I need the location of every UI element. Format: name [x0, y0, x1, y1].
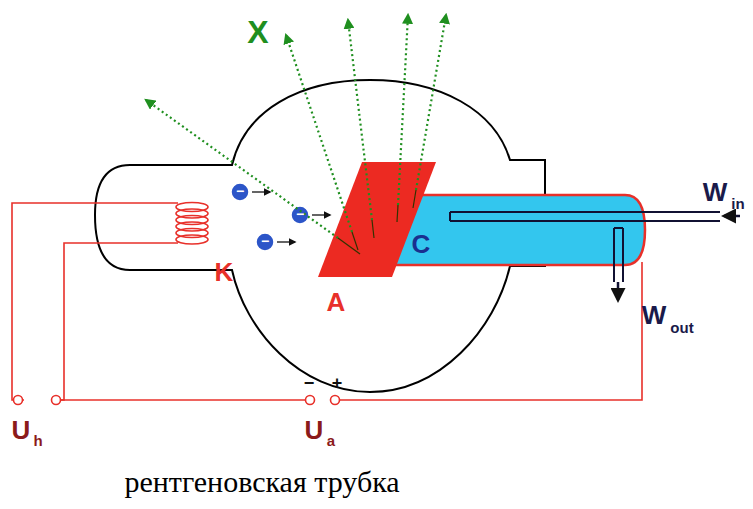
circuit-wires	[12, 203, 642, 405]
minus-terminal: −	[304, 374, 315, 392]
cooling-label: C	[412, 231, 431, 257]
water-pipes	[450, 212, 740, 300]
water-in-subscript: in	[731, 196, 744, 211]
x-ray-origins	[338, 190, 416, 254]
electron-charge: −	[296, 207, 304, 221]
cathode-heater-coil	[176, 203, 208, 245]
anode-voltage-label: U	[305, 417, 324, 443]
water-out-subscript: out	[670, 320, 693, 335]
water-out-label: W	[642, 302, 667, 328]
heater-voltage-subscript: h	[33, 433, 42, 448]
electron-charge: −	[236, 184, 244, 198]
anode-voltage-subscript: a	[327, 433, 335, 448]
caption: рентгеновская трубка	[124, 467, 399, 497]
anode-label: A	[327, 289, 346, 315]
cathode-label: K	[215, 259, 234, 285]
heater-voltage-label: U	[12, 417, 31, 443]
x-ray-label: X	[247, 16, 268, 48]
x-ray-beams	[146, 15, 446, 238]
plus-terminal: +	[332, 374, 343, 392]
electrons	[231, 183, 330, 251]
water-in-label: W	[703, 179, 728, 205]
electron-charge: −	[261, 234, 269, 248]
